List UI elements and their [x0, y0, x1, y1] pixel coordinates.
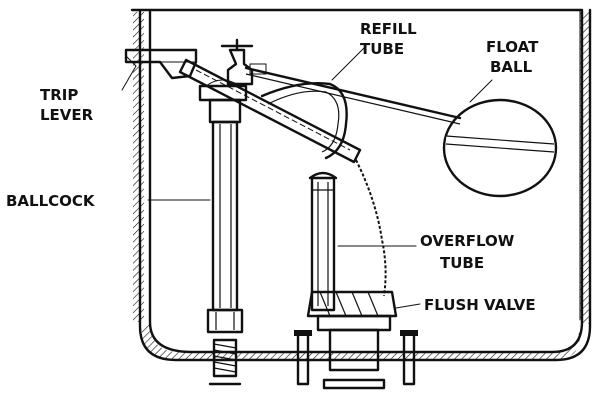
trip-lever-arm	[178, 58, 362, 164]
float-assembly	[244, 63, 558, 198]
label-trip-line2: LEVER	[40, 106, 94, 124]
label-float-line1: FLOAT	[486, 38, 539, 56]
mounting-bolts	[294, 330, 418, 386]
callout-labels: REFILL TUBE FLOAT BALL TRIP LEVER BALLCO…	[6, 20, 539, 314]
refill-tube	[260, 82, 348, 160]
label-flush-valve: FLUSH VALVE	[424, 296, 536, 314]
label-refill-line2: TUBE	[360, 40, 404, 58]
flush-valve	[306, 290, 398, 390]
label-refill-line1: REFILL	[360, 20, 417, 38]
leader-lines	[121, 45, 493, 309]
label-trip-line1: TRIP	[40, 86, 78, 104]
label-ballcock: BALLCOCK	[6, 192, 96, 210]
ballcock	[198, 38, 254, 386]
label-overflow-line2: TUBE	[440, 254, 484, 272]
label-overflow-line1: OVERFLOW	[420, 232, 515, 250]
tank-wall	[130, 8, 592, 362]
overflow-tube	[308, 171, 338, 312]
label-float-line2: BALL	[490, 58, 533, 76]
lift-chain	[355, 159, 387, 297]
